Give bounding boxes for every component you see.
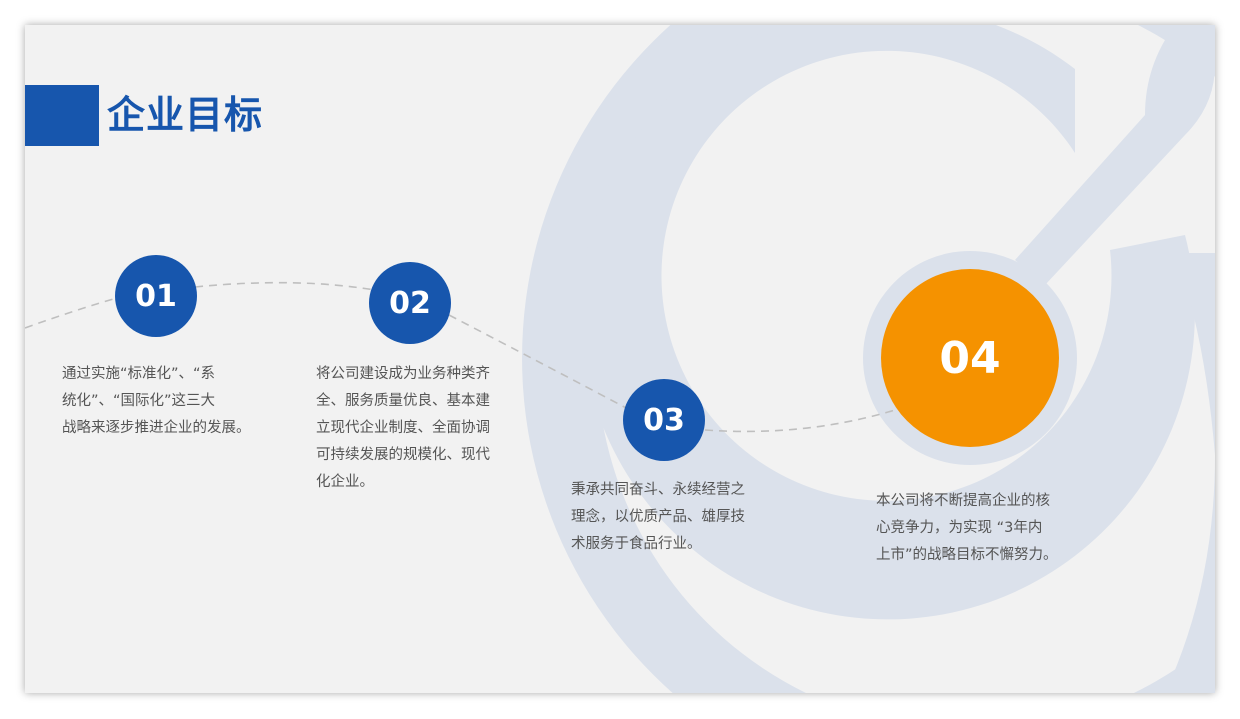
text-line: 秉承共同奋斗、永续经营之 (571, 482, 745, 498)
text-line: 术服务于食品行业。 (571, 536, 702, 552)
goal-number: 02 (389, 285, 431, 321)
text-line: 理念，以优质产品、雄厚技 (571, 509, 745, 525)
goal-03-description: 秉承共同奋斗、永续经营之 理念，以优质产品、雄厚技 术服务于食品行业。 (571, 477, 761, 558)
slide: 企业目标 01 通过实施“标准化”、“系 统化”、“国际化”这三大 战略来逐步推… (25, 25, 1215, 693)
goal-03-badge: 03 (623, 379, 705, 461)
text-line: 心竞争力，为实现 “3年内 (876, 520, 1043, 536)
goal-02-description: 将公司建设成为业务种类齐 全、服务质量优良、基本建 立现代企业制度、全面协调 可… (316, 361, 506, 496)
right-arc (1165, 253, 1215, 693)
goal-number: 04 (939, 332, 1001, 384)
ring-handle (1015, 25, 1215, 285)
goal-01-description: 通过实施“标准化”、“系 统化”、“国际化”这三大 战略来逐步推进企业的发展。 (62, 361, 262, 442)
text-line: 统化”、“国际化”这三大 (62, 393, 216, 409)
goal-number: 01 (135, 278, 177, 314)
text-line: 将公司建设成为业务种类齐 (316, 366, 490, 382)
goal-04-description: 本公司将不断提高企业的核 心竞争力，为实现 “3年内 上市”的战略目标不懈努力。 (876, 488, 1076, 569)
inner-ring (580, 25, 1195, 620)
text-line: 通过实施“标准化”、“系 (62, 366, 216, 382)
goal-01-badge: 01 (115, 255, 197, 337)
text-line: 化企业。 (316, 474, 374, 490)
title-accent-block (25, 85, 99, 146)
text-line: 战略来逐步推进企业的发展。 (62, 420, 251, 436)
goal-number: 03 (643, 402, 685, 438)
text-line: 立现代企业制度、全面协调 (316, 420, 490, 436)
text-line: 全、服务质量优良、基本建 (316, 393, 490, 409)
text-line: 可持续发展的规模化、现代 (316, 447, 490, 463)
page-title: 企业目标 (107, 93, 264, 137)
text-line: 上市”的战略目标不懈努力。 (876, 547, 1058, 563)
goal-04-badge: 04 (881, 269, 1059, 447)
text-line: 本公司将不断提高企业的核 (876, 493, 1050, 509)
goal-02-badge: 02 (369, 262, 451, 344)
